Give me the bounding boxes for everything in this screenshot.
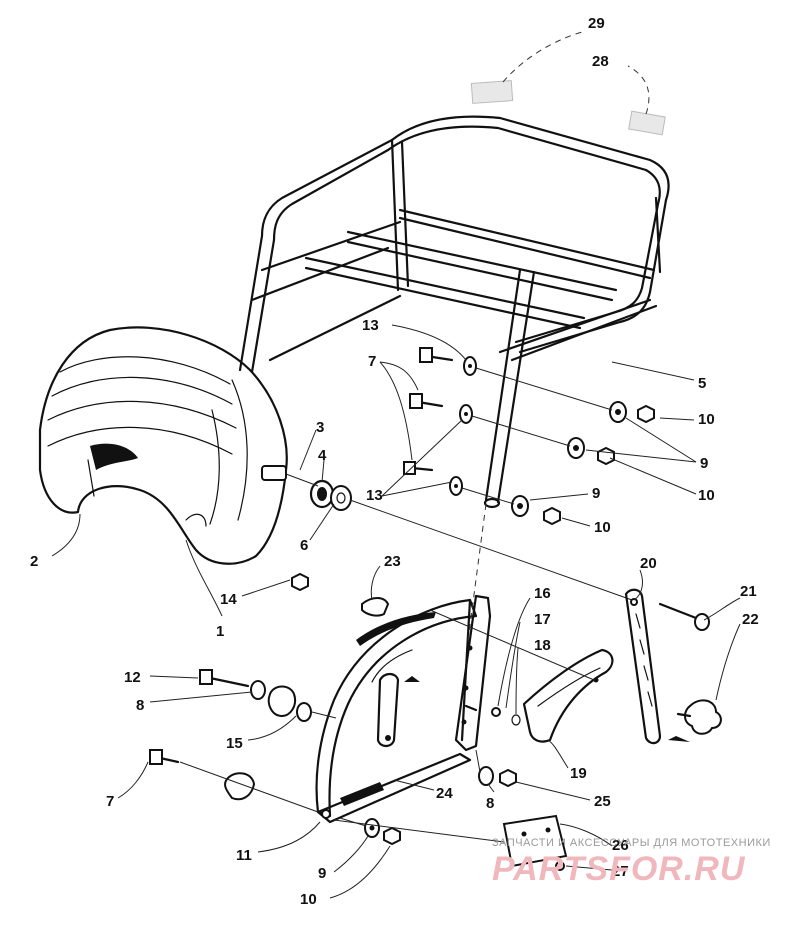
side-pad [522,648,614,743]
luggage-rack [238,115,670,509]
label-22: 22 [742,611,759,628]
label-8a: 8 [136,697,144,714]
label-6: 6 [300,537,308,554]
hardware-lower [149,572,568,871]
strap [376,672,400,748]
label-25: 25 [594,793,611,810]
label-9a: 9 [700,455,708,472]
label-14: 14 [220,591,237,608]
label-15: 15 [226,735,243,752]
label-8b: 8 [486,795,494,812]
label-5: 5 [698,375,706,392]
label-12: 12 [124,669,141,686]
label-10d: 10 [300,891,317,908]
decal-29 [470,80,514,104]
watermark-logo: PARTSFOR.RU [492,850,746,888]
label-16: 16 [534,585,551,602]
label-28: 28 [592,53,609,70]
label-4: 4 [318,447,327,464]
label-29: 29 [588,15,605,32]
label-13b: 13 [366,487,383,504]
backrest-pad [38,326,288,565]
part-labels: 29 28 13 7 5 10 3 9 4 10 13 9 10 2 6 23 … [30,15,759,908]
label-23: 23 [384,553,401,570]
label-7a: 7 [368,353,376,370]
mounting-stud [261,465,352,511]
decal-28 [628,110,666,136]
label-10a: 10 [698,411,715,428]
label-13a: 13 [362,317,379,334]
watermark-tagline: ЗАПЧАСТИ И АКСЕССУАРЫ ДЛЯ МОТОТЕХНИКИ [492,837,771,849]
label-18: 18 [534,637,551,654]
label-10c: 10 [594,519,611,536]
label-26: 26 [612,837,629,854]
label-3: 3 [316,419,324,436]
label-21: 21 [740,583,757,600]
label-1: 1 [216,623,224,640]
label-20: 20 [640,555,657,572]
label-2: 2 [30,553,38,570]
clamp-strap [624,588,662,745]
label-19: 19 [570,765,587,782]
label-27: 27 [612,863,629,880]
label-10b: 10 [698,487,715,504]
label-9c: 9 [318,865,326,882]
watermark: ЗАПЧАСТИ И АКСЕССУАРЫ ДЛЯ МОТОТЕХНИКИ PA… [492,837,771,888]
label-24: 24 [436,785,453,802]
side-bracket [315,594,492,824]
label-9b: 9 [592,485,600,502]
knob [684,699,722,735]
label-17: 17 [534,611,551,628]
label-11: 11 [236,847,252,864]
label-7b: 7 [106,793,114,810]
hardware-upper [403,347,655,526]
